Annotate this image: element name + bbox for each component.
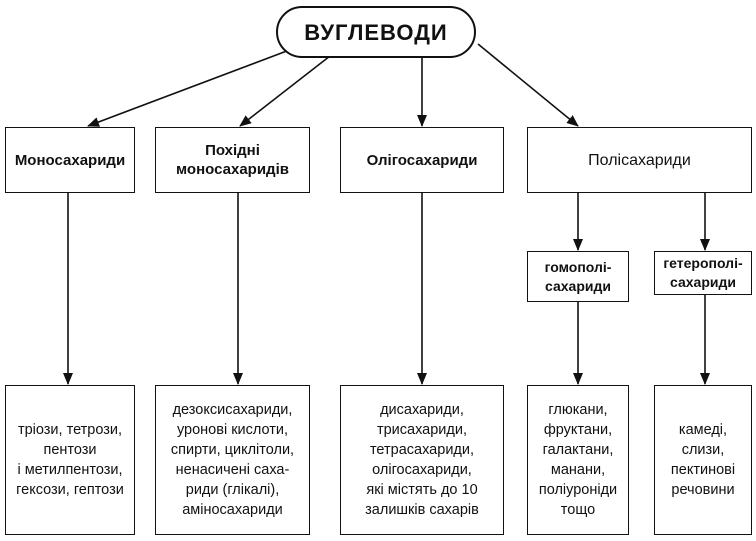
leaf-text: глюкани, фруктани, галактани, манани, по… <box>538 402 618 518</box>
category-label: Олігосахариди <box>366 151 478 169</box>
leaf-text: дисахариди, трисахариди, тетрасахариди, … <box>365 402 479 518</box>
leaf-oligosaccharides-examples: дисахариди, трисахариди, тетрасахариди, … <box>340 385 504 535</box>
subcategory-heteropolysaccharides: гетерополі- сахариди <box>654 251 752 295</box>
root-node-carbohydrates: ВУГЛЕВОДИ <box>276 6 476 58</box>
subcategory-label: гомополі- сахариди <box>544 258 612 294</box>
subcategory-label: гетерополі- сахариди <box>663 255 743 290</box>
leaf-monosaccharides-examples: тріози, тетрози, пентози і метилпентози,… <box>5 385 135 535</box>
category-oligosaccharides: Олігосахариди <box>340 127 504 193</box>
arrow-root-to-derived <box>239 55 331 127</box>
category-monosaccharides: Моносахариди <box>5 127 135 193</box>
category-label: Похідні моносахаридів <box>176 142 289 178</box>
leaf-homopolysaccharides-examples: глюкани, фруктани, галактани, манани, по… <box>527 385 629 535</box>
leaf-text: тріози, тетрози, пентози і метилпентози,… <box>16 422 124 498</box>
subcategory-homopolysaccharides: гомополі- сахариди <box>527 251 629 302</box>
category-polysaccharides: Полісахариди <box>527 127 752 193</box>
root-label: ВУГЛЕВОДИ <box>304 19 448 45</box>
arrow-root-to-mono <box>87 45 301 127</box>
category-derived-monosaccharides: Похідні моносахаридів <box>155 127 310 193</box>
category-label: Полісахариди <box>588 151 691 169</box>
leaf-text: камеді, слизи, пектинові речовини <box>670 422 736 498</box>
leaf-derived-examples: дезоксисахариди, уронові кислоти, спирти… <box>155 385 310 535</box>
arrow-root-to-poly <box>477 43 579 127</box>
category-label: Моносахариди <box>14 151 126 169</box>
leaf-text: дезоксисахариди, уронові кислоти, спирти… <box>170 402 295 518</box>
leaf-heteropolysaccharides-examples: камеді, слизи, пектинові речовини <box>654 385 752 535</box>
